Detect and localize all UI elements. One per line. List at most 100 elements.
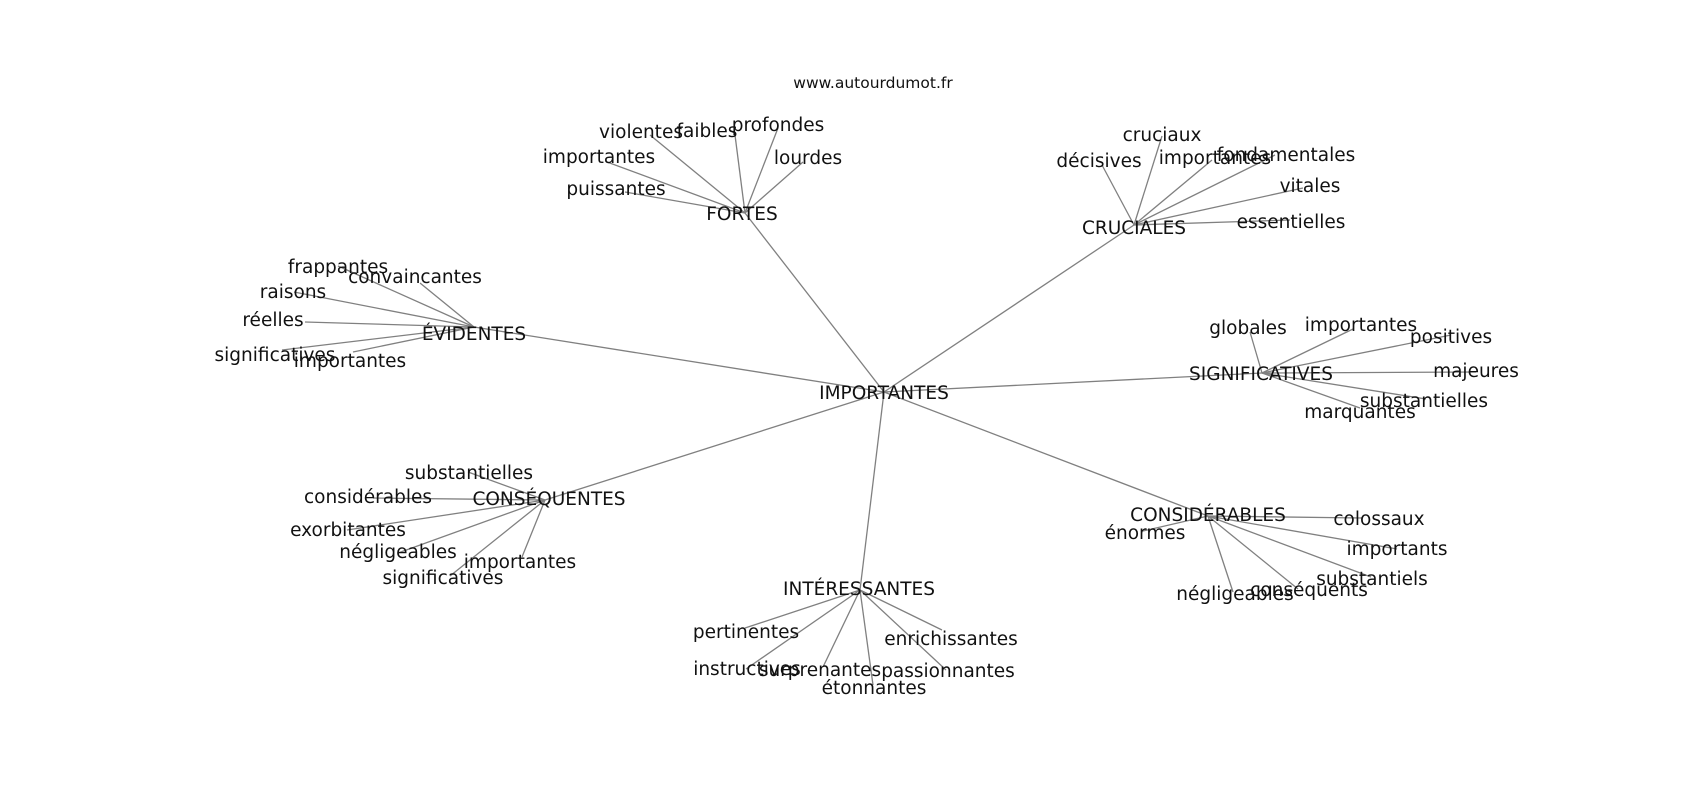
leaf-word-considerables-substantiels[interactable]: substantiels (1316, 569, 1428, 590)
edge-evidentes-significatives (281, 326, 475, 351)
edge-cruciales-fondamentales (1133, 154, 1276, 226)
leaf-word-consequentes-significatives[interactable]: significatives (383, 568, 504, 589)
edge-cruciales-importantes (1133, 159, 1213, 226)
leaf-word-consequentes-negligeables[interactable]: négligeables (339, 542, 457, 563)
edge-evidentes-raisons (293, 291, 475, 328)
edge-consequentes-negligeables (397, 499, 546, 554)
center-word[interactable]: IMPORTANTES (819, 383, 949, 404)
leaf-word-evidentes-reelles[interactable]: réelles (242, 310, 303, 331)
leaf-word-cruciales-essentielles[interactable]: essentielles (1237, 212, 1346, 233)
edge-cruciales-decisives (1101, 164, 1135, 226)
edge-consequentes-substantielles (467, 471, 546, 501)
leaf-word-significatives-majeures[interactable]: majeures (1433, 361, 1519, 382)
edge-significatives-majeures (1261, 371, 1477, 374)
edge-fortes-lourdes (744, 161, 804, 214)
leaf-word-significatives-globales[interactable]: globales (1209, 318, 1286, 339)
edge-cruciales-essentielles (1133, 219, 1291, 226)
leaf-word-fortes-violentes[interactable]: violentes (599, 122, 683, 143)
leaf-word-cruciales-vitales[interactable]: vitales (1280, 176, 1341, 197)
leaf-word-considerables-colossaux[interactable]: colossaux (1333, 509, 1424, 530)
leaf-word-interessantes-enrichissantes[interactable]: enrichissantes (884, 629, 1018, 650)
edge-fortes-faibles (734, 134, 746, 214)
edge-considerables-importants (1207, 515, 1398, 550)
edge-interessantes-etonnantes (859, 589, 874, 686)
leaf-word-fortes-faibles[interactable]: faibles (677, 121, 738, 142)
leaf-word-consequentes-importantes[interactable]: importantes (464, 552, 576, 573)
leaf-word-significatives-importantes[interactable]: importantes (1305, 315, 1417, 336)
leaf-word-interessantes-passionnantes[interactable]: passionnantes (881, 661, 1015, 682)
edge-considerables-consequents (1207, 515, 1299, 590)
site-credit: www.autourdumot.fr (793, 74, 953, 92)
edge-fortes-puissantes (624, 191, 746, 214)
leaf-word-cruciales-fondamentales[interactable]: fondamentales (1217, 145, 1356, 166)
leaf-word-significatives-substantielles[interactable]: substantielles (1360, 391, 1488, 412)
edge-fortes-importantes (606, 161, 746, 214)
leaf-word-evidentes-frappantes[interactable]: frappantes (288, 257, 388, 278)
leaf-word-fortes-lourdes[interactable]: lourdes (774, 148, 842, 169)
edge-interessantes-instructives (745, 589, 861, 670)
edge-center-interessantes (859, 391, 885, 591)
leaf-word-significatives-positives[interactable]: positives (1410, 327, 1492, 348)
leaf-word-fortes-importantes[interactable]: importantes (543, 147, 655, 168)
edge-evidentes-frappantes (337, 265, 475, 328)
leaf-word-evidentes-significatives[interactable]: significatives (215, 345, 336, 366)
leaf-word-considerables-consequents[interactable]: conséquents (1250, 580, 1368, 601)
leaf-word-consequentes-exorbitantes[interactable]: exorbitantes (290, 520, 406, 541)
edge-consequentes-significatives (449, 499, 546, 577)
edge-center-significatives (883, 372, 1263, 393)
leaf-word-significatives-marquantes[interactable]: marquantes (1304, 402, 1415, 423)
graph-labels: IMPORTANTES FORTES violentesfaiblesprofon… (215, 115, 1519, 699)
edge-interessantes-pertinentes (744, 589, 861, 629)
edge-significatives-marquantes (1261, 372, 1361, 409)
leaf-word-cruciales-cruciaux[interactable]: cruciaux (1123, 125, 1202, 146)
leaf-word-cruciales-decisives[interactable]: décisives (1056, 151, 1141, 172)
leaf-word-interessantes-etonnantes[interactable]: étonnantes (822, 678, 927, 699)
hub-word-interessantes[interactable]: INTÉRESSANTES (783, 578, 935, 600)
leaf-word-evidentes-importantes[interactable]: importantes (294, 351, 406, 372)
leaf-word-fortes-puissantes[interactable]: puissantes (566, 179, 665, 200)
edge-consequentes-considerables (372, 497, 546, 501)
leaf-word-considerables-enormes[interactable]: énormes (1105, 523, 1186, 544)
leaf-word-considerables-importants[interactable]: importants (1346, 539, 1447, 560)
edge-considerables-enormes (1142, 515, 1209, 532)
edge-evidentes-convaincantes (419, 282, 475, 328)
hub-word-evidentes[interactable]: ÉVIDENTES (422, 323, 526, 345)
edge-center-cruciales (883, 224, 1135, 393)
edge-considerables-colossaux (1207, 515, 1363, 519)
leaf-word-consequentes-substantielles[interactable]: substantielles (405, 463, 533, 484)
edge-significatives-importantes (1261, 328, 1354, 374)
edge-center-consequentes (544, 391, 885, 501)
hub-word-significatives[interactable]: SIGNIFICATIVES (1189, 364, 1333, 385)
leaf-word-cruciales-importantes[interactable]: importantes (1159, 148, 1271, 169)
edge-considerables-substantiels (1207, 515, 1372, 578)
edge-significatives-substantielles (1261, 372, 1427, 400)
leaf-word-consequentes-considerables[interactable]: considérables (304, 487, 432, 508)
leaf-word-interessantes-surprenantes[interactable]: surprenantes (759, 660, 881, 681)
hub-word-cruciales[interactable]: CRUCIALES (1082, 218, 1186, 239)
hub-word-considerables[interactable]: CONSIDÉRABLES (1130, 504, 1286, 526)
leaf-word-considerables-negligeables[interactable]: négligeables (1176, 584, 1294, 605)
hub-word-fortes[interactable]: FORTES (706, 204, 777, 225)
edge-fortes-profondes (744, 127, 779, 214)
edge-fortes-violentes (649, 134, 746, 214)
graph-edges (281, 127, 1477, 686)
leaf-word-evidentes-convaincantes[interactable]: convaincantes (348, 267, 482, 288)
leaf-word-interessantes-instructives[interactable]: instructives (693, 659, 801, 680)
edge-cruciales-cruciaux (1133, 135, 1163, 226)
edge-significatives-globales (1249, 331, 1263, 374)
edge-center-fortes (744, 212, 885, 393)
edge-evidentes-reelles (304, 321, 475, 328)
leaf-word-interessantes-pertinentes[interactable]: pertinentes (693, 622, 799, 643)
edge-interessantes-passionnantes (859, 589, 947, 671)
edge-significatives-positives (1261, 334, 1452, 374)
edge-considerables-negligeables (1207, 515, 1234, 593)
leaf-word-fortes-profondes[interactable]: profondes (732, 115, 825, 136)
edge-interessantes-surprenantes (822, 589, 861, 668)
hub-word-consequentes[interactable]: CONSÉQUENTES (472, 488, 625, 510)
edge-consequentes-exorbitantes (346, 499, 546, 531)
edge-interessantes-enrichissantes (859, 589, 943, 631)
edge-center-evidentes (473, 326, 885, 393)
edge-cruciales-vitales (1133, 187, 1304, 226)
leaf-word-evidentes-raisons[interactable]: raisons (260, 282, 326, 303)
